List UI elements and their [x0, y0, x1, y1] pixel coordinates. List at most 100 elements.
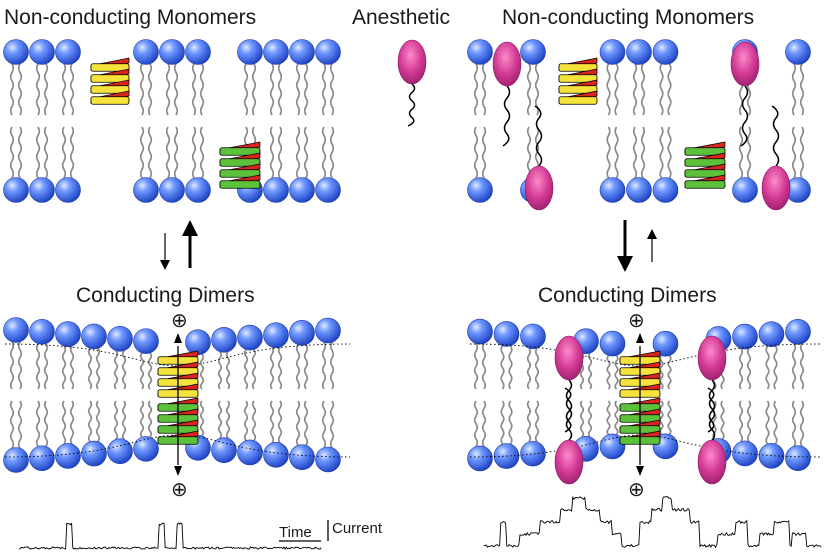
lipid-head — [133, 177, 159, 203]
lipid-head — [467, 39, 493, 65]
lipid-tail — [321, 400, 327, 448]
current-traces — [19, 495, 822, 551]
anesthetic-tail — [740, 85, 749, 147]
lipid-tail — [225, 400, 231, 439]
lipid-head — [29, 39, 55, 65]
plus-bottom-left: ⊕ — [171, 479, 188, 501]
lipid-tail — [61, 400, 67, 445]
lipid-tail — [667, 400, 672, 435]
lipid-tail — [765, 400, 770, 445]
anesthetic-tail — [534, 105, 543, 167]
lipid-tail — [9, 63, 15, 116]
lipid-tail — [147, 63, 153, 116]
lipid-tail — [321, 342, 327, 390]
lipid-head — [107, 325, 133, 352]
lipid-tail — [121, 350, 127, 390]
lipid-head — [732, 177, 758, 203]
lipid-tail — [277, 63, 283, 116]
lipid-tail — [659, 355, 664, 390]
lipid-head — [652, 330, 679, 357]
lipid-tail — [500, 400, 505, 445]
lipid-tail — [329, 400, 335, 448]
lipid-tail — [87, 400, 93, 443]
lipid-head — [652, 39, 679, 65]
lipid-head — [652, 177, 679, 203]
anesthetic-head — [397, 39, 427, 85]
lipid-tail — [269, 400, 275, 444]
lipid-head — [626, 177, 652, 203]
lipid-tail — [35, 63, 41, 116]
helix-front-ribbon — [219, 169, 261, 178]
lipid-tail — [614, 400, 619, 436]
lipid-head — [159, 177, 185, 203]
lipid-tail — [269, 346, 275, 390]
lipid-tail — [87, 347, 93, 390]
lipid-tail — [614, 354, 619, 390]
lipid-tail — [147, 126, 153, 179]
lipid-tail — [69, 400, 75, 445]
lipid-tail — [35, 343, 41, 390]
lipid-tail — [17, 126, 23, 179]
lipid-tail — [295, 344, 301, 390]
lipid-tail — [329, 63, 335, 116]
helix-front-ribbon — [219, 158, 261, 167]
lipid-tail — [526, 347, 532, 390]
lipid-tail — [534, 63, 540, 116]
lipid-tail — [765, 345, 770, 390]
lipid-tail — [173, 126, 179, 179]
lipid-head — [785, 318, 811, 345]
lipid-tail — [277, 400, 283, 444]
lipid-tail — [508, 345, 513, 390]
lipid-head — [55, 321, 81, 347]
lipid-tail — [579, 400, 585, 438]
lipid-tail — [329, 342, 335, 390]
lipid-head — [29, 318, 55, 345]
lipid-tail — [139, 400, 145, 438]
lipid-tail — [667, 126, 672, 179]
helix-front-ribbon — [219, 147, 261, 156]
lipid-tail — [667, 355, 672, 390]
title-mid-left: Conducting Dimers — [76, 284, 255, 307]
lipid-head — [81, 440, 107, 467]
lipid-tail — [773, 345, 778, 390]
lipid-tail — [165, 63, 171, 116]
lipid-head — [29, 445, 55, 472]
lipid-tail — [481, 63, 487, 116]
lipid-tail — [191, 63, 197, 116]
title-mid-right: Conducting Dimers — [538, 284, 717, 307]
lipid-tail — [269, 126, 275, 179]
lipid-tail — [481, 126, 487, 179]
lipid-head — [732, 323, 758, 350]
lipid-head — [289, 177, 315, 203]
lipid-tail — [251, 63, 257, 116]
lipid-head — [29, 177, 55, 203]
lipid-head — [159, 39, 185, 65]
helix-yellow-top-right — [558, 57, 598, 105]
lipid-tail — [9, 126, 15, 179]
lipid-tail — [139, 352, 145, 390]
lipid-tail — [738, 348, 744, 390]
helix-front-ribbon — [558, 63, 598, 72]
boundary-line-top-left — [4, 343, 351, 367]
lipid-tail — [606, 126, 611, 179]
lipid-tail — [147, 352, 153, 390]
lipid-tail — [95, 347, 101, 390]
plus-bottom-right: ⊕ — [628, 479, 645, 501]
helix-front-ribbon — [558, 74, 598, 83]
anesthetic-top-right-3 — [524, 105, 554, 211]
lipid-tail — [614, 63, 619, 116]
lipid-head — [467, 177, 493, 203]
channel-arrow-left — [174, 333, 182, 476]
anesthetic-tail — [564, 379, 573, 433]
lipid-tail — [791, 400, 797, 447]
lipid-head — [315, 39, 341, 65]
lipid-head — [467, 445, 493, 472]
lipid-tail — [295, 126, 301, 179]
membrane-bottom-left — [3, 317, 341, 473]
lipid-tail — [277, 346, 283, 390]
lipid-tail — [534, 400, 540, 443]
lipid-tail — [632, 126, 638, 179]
anesthetic-tail — [564, 387, 573, 441]
lipid-tail — [481, 400, 487, 447]
